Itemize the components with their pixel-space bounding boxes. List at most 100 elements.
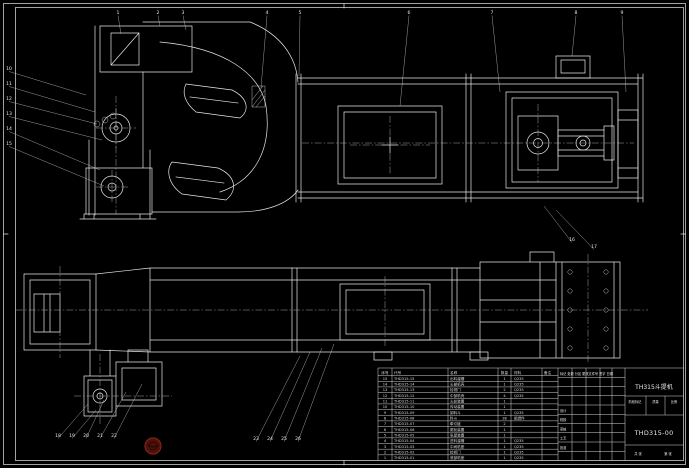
bom-cell: 6	[384, 428, 387, 432]
drive-shaft	[557, 125, 615, 161]
balloon-1: 1	[117, 10, 120, 16]
bom-cell: Q235	[514, 377, 524, 381]
drawing-number: THD315-00	[634, 429, 674, 437]
bom-cell: THD315-06	[393, 428, 415, 432]
red-stamp	[144, 437, 162, 455]
stamp-mark	[147, 443, 159, 448]
leader-line	[8, 116, 103, 141]
balloon-18: 18	[55, 433, 61, 439]
leader-line	[283, 347, 323, 442]
check-label: 校核	[560, 417, 567, 422]
balloon-26: 26	[295, 436, 301, 442]
leader-line	[85, 399, 105, 439]
balloon-12: 12	[6, 96, 12, 102]
leader-line	[117, 15, 122, 35]
bom-header-cell: 代号	[394, 370, 402, 375]
balloon-13: 13	[6, 111, 12, 117]
design-label: 设计	[560, 408, 567, 413]
bom-cell: 4	[503, 394, 506, 398]
side-view	[79, 21, 644, 220]
bom-cell: THD315-13	[393, 388, 414, 392]
bom-cell: 4	[384, 439, 387, 443]
leader-line	[157, 15, 161, 27]
balloon-19: 19	[69, 433, 75, 439]
leader-line	[260, 15, 268, 89]
bom-header-cell: 数量	[501, 370, 509, 375]
title-block-grid	[557, 368, 684, 461]
bom-cell: 头轮装置	[450, 399, 465, 404]
bom-cell: 张紧装置	[450, 433, 465, 438]
sheet-number-label: 第 张	[664, 451, 672, 456]
casing-centerlines	[302, 116, 634, 174]
scale-label: 比例	[671, 399, 677, 404]
bom-cell: 1	[503, 456, 505, 460]
bom-cell: THD315-15	[393, 377, 414, 381]
bom-cell: 3	[384, 445, 386, 449]
balloon-24: 24	[267, 436, 273, 442]
balloon-10: 10	[6, 66, 12, 72]
bom-cell: 12	[383, 394, 388, 398]
leader-line	[71, 409, 97, 439]
bom-cell: 1	[503, 405, 505, 409]
balloon-15: 15	[6, 141, 12, 147]
bom-cell: THD315-05	[393, 434, 414, 438]
elevator-casing	[79, 25, 157, 220]
leader-line	[113, 383, 143, 439]
bom-cell: 1	[384, 456, 386, 460]
bom-cell: 8	[384, 417, 387, 421]
bom-cell: 头部机壳	[450, 382, 465, 387]
leader-line	[8, 71, 87, 96]
bom-cell: 检修门	[450, 449, 461, 454]
bom-cell: Q235	[514, 445, 524, 449]
leader-line	[399, 15, 410, 107]
drawing-title: TH315斗提机	[634, 383, 673, 391]
bom-cell: 1	[503, 411, 505, 415]
leader-line	[555, 209, 595, 250]
bom-cell: THD315-11	[393, 400, 414, 404]
audit-label: 审核	[560, 426, 567, 431]
bucket-upper	[183, 83, 247, 119]
balloon-4: 4	[266, 10, 269, 16]
channel-supports	[373, 351, 489, 361]
balloon-20: 20	[83, 433, 89, 439]
sheet-count-label: 共 张	[634, 451, 642, 456]
bom-cell: THD315-14	[393, 383, 415, 387]
balloon-8: 8	[575, 10, 578, 16]
plan-head-section	[479, 251, 621, 359]
leader-line	[8, 131, 101, 171]
bom-cell: 1	[503, 428, 505, 432]
leader-line	[298, 15, 301, 77]
flange-bolts	[567, 269, 609, 351]
stamp-outer-ring	[144, 437, 162, 455]
bom-cell: THD315-09	[393, 411, 415, 415]
bom-cell: 2	[503, 422, 505, 426]
leader-line	[8, 101, 98, 125]
balloon-16: 16	[569, 237, 575, 243]
leader-line	[8, 86, 96, 113]
bom-cell: THD315-04	[393, 439, 415, 443]
bom-cell: Q235	[514, 383, 524, 387]
balloon-3: 3	[182, 10, 185, 16]
leader-line	[255, 355, 301, 442]
balloon-6: 6	[408, 10, 411, 16]
bom-cell: THD315-10	[393, 405, 415, 409]
balloon-23: 23	[253, 436, 259, 442]
bom-cell: 10	[383, 405, 388, 409]
bom-cell: 1	[503, 450, 505, 454]
bom-header-cell: 序号	[381, 370, 389, 375]
bom-cell: 5	[384, 434, 386, 438]
bom-cell: 7	[384, 422, 386, 426]
drive-frame	[505, 91, 619, 189]
bom-cell: Q235	[514, 439, 524, 443]
bom-cell: 11	[383, 400, 388, 404]
bom-cell: Q235	[514, 394, 524, 398]
process-label: 工艺	[560, 436, 566, 441]
bom-cell: 进料溜槽	[450, 438, 465, 443]
leader-line	[297, 343, 335, 442]
bom-cell: Q235	[514, 456, 524, 460]
bom-cell: 1	[503, 439, 505, 443]
bom-cell: 1	[503, 400, 505, 404]
leader-line	[8, 146, 105, 187]
